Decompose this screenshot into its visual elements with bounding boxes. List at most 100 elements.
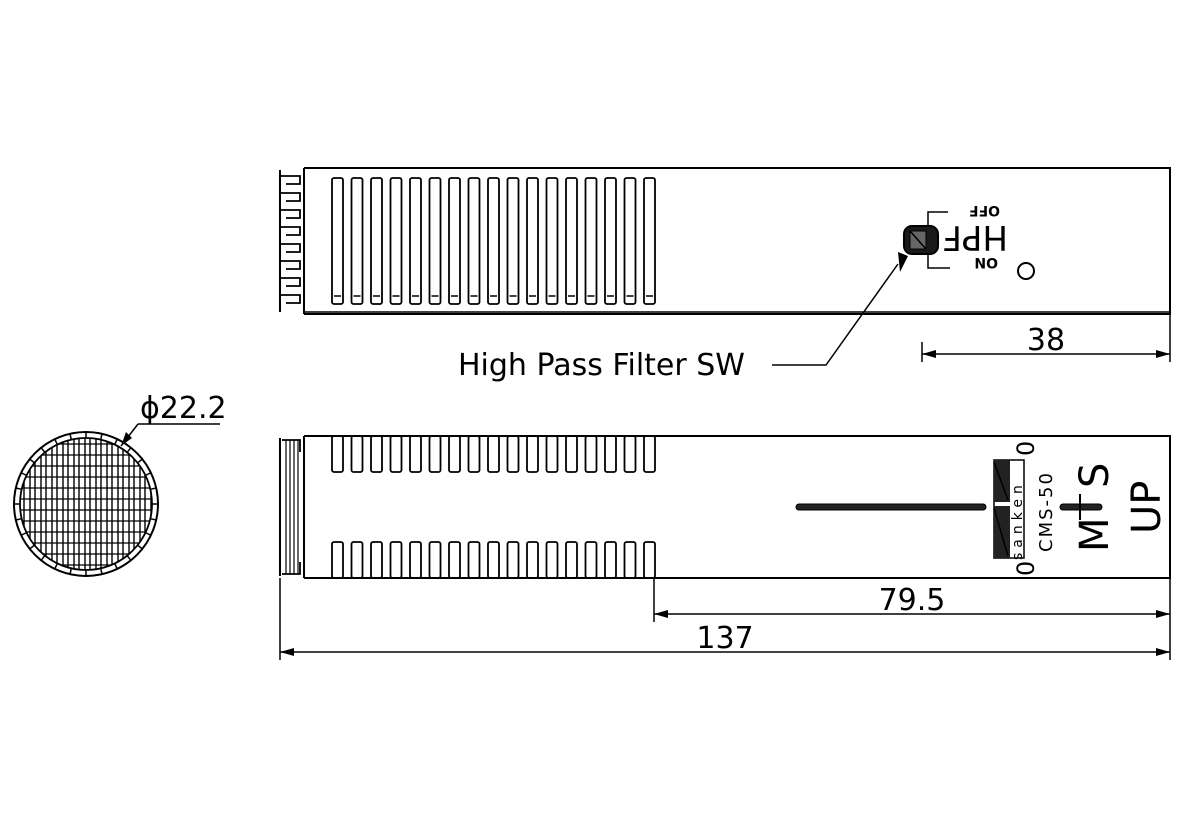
grille-slot-upper [428,435,442,473]
end-cap-corner-top [282,439,301,452]
front-ring-notches [14,432,158,576]
grille-slot-lower [584,541,598,579]
grille-slot-lower [643,541,656,579]
front-grille-slot [56,438,64,570]
grille-slot [643,177,656,305]
zero-mark-top: 0 [1012,441,1040,456]
hpf-switch-lever-mark [909,230,927,250]
grille-slot [545,177,559,305]
grille-slot-upper [526,435,539,473]
front-grille-slot [89,438,97,570]
brand-badge-mark-top [993,461,1009,501]
top-view: HPF ON OFF [279,167,1171,315]
dim137-value: 137 [696,621,753,656]
dimension-overall-length: 137 [279,578,1170,660]
ring-notch [29,458,35,464]
side-marker-circle [1017,262,1035,280]
grille-slot-lower [428,541,442,579]
dim795-value: 79.5 [879,583,946,618]
front-grille-slot [100,438,108,570]
ring-notch [54,563,59,570]
ring-notch [69,568,73,575]
s-label: S [1072,463,1118,488]
top-grille-slots [331,177,656,305]
ring-notch [145,531,152,536]
dim137-arrow-right [1156,648,1170,656]
grille-slot-lower [409,541,422,579]
grille-slot [448,177,461,305]
hpf-switch [903,211,950,269]
hpf-label: HPF [942,217,1008,257]
grille-slot [467,177,481,305]
ring-notch [40,555,46,561]
grille-slot-upper [643,435,656,473]
side-view: sanken CMS-50 M S UP 0 0 [279,435,1171,579]
grille-slot [526,177,539,305]
front-grille-slot [78,438,86,570]
dim795-arrow-left [654,610,668,618]
m-label: M [1072,517,1118,552]
grille-slot-upper [565,435,578,473]
diameter-arrowhead [121,432,132,446]
grille-slot [331,177,344,305]
grille-slot-lower [526,541,539,579]
grille-slot-lower [565,541,578,579]
diameter-value: ϕ22.2 [140,391,227,426]
ring-notch [145,472,152,477]
grille-slot-lower [467,541,481,579]
ring-notch [15,517,22,521]
end-cap-tooth [280,175,301,185]
grille-slot [428,177,442,305]
grille-slot-upper [448,435,461,473]
brand-name: sanken [1010,480,1026,560]
grille-slot-upper [389,435,403,473]
grille-slot-upper [331,435,344,473]
grille-slot [370,177,383,305]
ring-notch [15,487,22,491]
end-cap-tooth [280,277,301,287]
brand-badge: sanken [993,459,1026,560]
grille-slot-lower [604,541,617,579]
callout-label: High Pass Filter SW [458,348,745,383]
grille-slot [604,177,617,305]
grille-slot-lower [623,541,637,579]
ring-notch [126,447,132,453]
grille-slot-lower [331,541,344,579]
grille-slot-upper [409,435,422,473]
dim38-arrow-right [1156,350,1170,358]
hpf-on-label: ON [974,254,998,270]
hpf-off-leader [927,211,948,226]
grille-slot-upper [584,435,598,473]
ring-notch [69,433,73,440]
side-end-cap [279,438,301,576]
grille-slot-lower [370,541,383,579]
ring-notch [99,433,103,440]
end-cap-tooth [280,209,301,219]
side-grille-slots [331,435,656,579]
hpf-callout: High Pass Filter SW [458,252,908,383]
ring-notch [150,487,157,491]
hpf-on-leader [927,254,950,269]
grille-slot [565,177,578,305]
ring-notch [137,544,143,550]
grille-slot-upper [370,435,383,473]
ring-notch [99,568,103,575]
front-grille-slot [23,438,31,570]
grille-slot-upper [545,435,559,473]
brand-badge-mark-bottom [993,507,1009,557]
ring-notch [40,447,46,453]
top-end-cap [279,170,301,312]
up-label: UP [1124,481,1170,534]
grille-slot-upper [467,435,481,473]
grille-slot-upper [487,435,500,473]
hpf-off-label: OFF [969,202,1000,218]
dimension-head-length: 79.5 [653,578,1171,660]
callout-leader-line [772,263,899,366]
end-cap-tooth [280,243,301,253]
front-grille-slot [122,438,130,570]
grille-slot-upper [604,435,617,473]
ring-notch [20,472,27,477]
ring-notch [54,438,59,445]
front-inner-ring [19,437,153,571]
